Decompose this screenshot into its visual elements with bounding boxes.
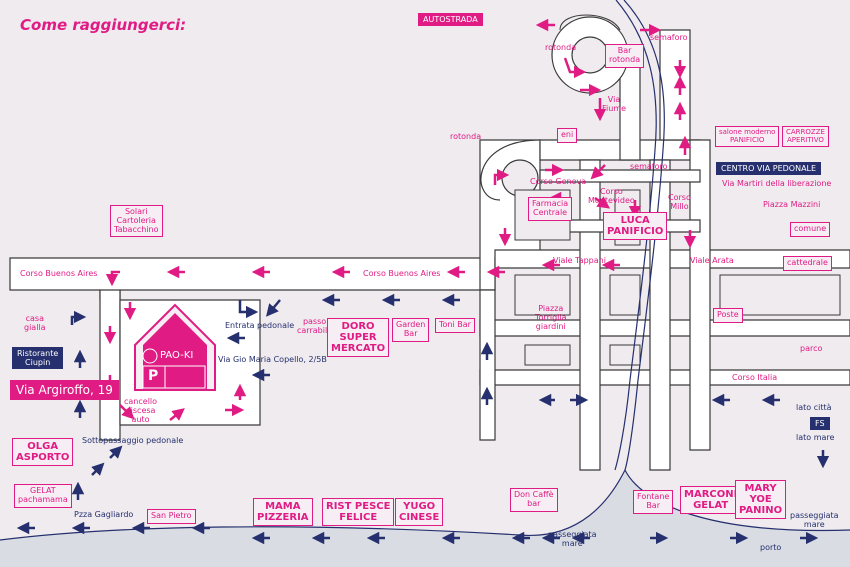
label-pzza-gagliardo: Pzza Gagliardo — [74, 510, 134, 519]
label-semaforo-mid: semaforo — [630, 162, 668, 171]
luca-box: LUCA PANIFICIO — [603, 212, 668, 240]
comune-box: comune — [790, 222, 831, 237]
label-via-fiume: Via Fiume — [602, 95, 627, 113]
rist-pesce-box: RIST PESCE FELICE — [322, 498, 395, 526]
label-porto: porto — [760, 543, 782, 552]
label-corso-millo: Corso Millo — [668, 193, 691, 211]
arrow-icon — [70, 310, 87, 325]
yugo-box: YUGO CINESE — [395, 498, 444, 526]
centro-sign: CENTRO VIA PEDONALE — [716, 162, 822, 175]
arrow-icon — [594, 196, 611, 209]
pao-ki-building — [134, 303, 216, 391]
label-piazza-mazzini: Piazza Mazzini — [763, 200, 821, 209]
label-via-martiri: Via Martiri della liberazione — [722, 179, 832, 188]
label-via-gio: Via Gio Maria Copello, 2/5B — [218, 355, 327, 364]
arrow-icon — [91, 462, 105, 476]
arrow-icon — [590, 164, 606, 180]
don-caffe-box: Don Caffè bar — [510, 488, 558, 512]
label-casa-gialla: casa gialla — [24, 314, 46, 332]
label-sottopassaggio: Sottopassaggio pedonale — [82, 436, 184, 445]
label-semaforo-top: semaforo — [650, 33, 688, 42]
page-title: Come raggiungerci: — [20, 16, 187, 34]
cattedrale-box: cattedrale — [783, 256, 832, 271]
parking-icon: P — [148, 368, 159, 384]
mary-box: MARY YOE PANINO — [735, 480, 787, 519]
label-viale-tappani: Viale Tappani — [553, 256, 606, 265]
doro-box: DORO SUPER MERCATO — [327, 318, 390, 357]
autostrada-sign: AUTOSTRADA — [418, 13, 483, 26]
label-passeggiata-right: passeggiata mare — [790, 511, 839, 529]
label-corso-ba-left: Corso Buenos Aires — [20, 269, 98, 278]
arrow-icon — [493, 168, 510, 185]
fs-sign: FS — [810, 417, 830, 430]
navy-arrows — [16, 293, 830, 545]
toni-box: Toni Bar — [435, 318, 475, 333]
arrow-icon — [563, 57, 587, 79]
mama-box: MAMA PIZZERIA — [253, 498, 313, 526]
label-entrata: Entrata pedonale — [225, 321, 295, 330]
label-lato-citta: lato città — [796, 403, 832, 412]
label-lato-mare: lato mare — [796, 433, 835, 442]
label-passeggiata-left: passeggiata mare — [548, 530, 597, 548]
garden-box: Garden Bar — [392, 318, 430, 342]
solari-box: Solari Cartoleria Tabacchino — [110, 205, 163, 238]
farmacia-box: Farmacia Centrale — [528, 197, 573, 221]
label-corso-ba-mid: Corso Buenos Aires — [363, 269, 441, 278]
label-corso-montevideo: Corso Montevideo — [588, 187, 635, 205]
salone-box: salone moderno PANIFICIO — [715, 126, 780, 148]
roundabout-loop — [559, 14, 621, 31]
gelat-left-box: GELAT pachamama — [14, 484, 72, 508]
label-piazza-torriglia: Piazza Torriglia giardini — [535, 304, 567, 331]
olga-box: OLGA ASPORTO — [12, 438, 74, 466]
fontane-box: Fontane Bar — [633, 490, 674, 514]
label-parco: parco — [800, 344, 823, 353]
eni-box: eni — [557, 128, 578, 143]
poste-box: Poste — [713, 308, 743, 323]
label-rotonda-left: rotonda — [450, 132, 482, 141]
label-rotonda-top: rotonda — [545, 43, 577, 52]
address-label: Via Argiroffo, 19 — [10, 380, 119, 400]
san-pietro-box: San Pietro — [147, 509, 196, 524]
carrozze-box: CARROZZE APERITIVO — [782, 126, 829, 148]
label-corso-italia: Corso Italia — [732, 373, 778, 382]
arrow-icon — [109, 445, 123, 459]
label-viale-arata: Viale Arata — [690, 256, 734, 265]
marconi-box: MARCONI GELAT — [680, 486, 742, 514]
label-passo: passo carrabile — [297, 317, 333, 335]
arrow-icon — [105, 270, 120, 287]
arrow-icon — [265, 299, 281, 317]
label-corso-genova: Corso Genova — [530, 177, 587, 186]
arrow-icon — [238, 300, 259, 319]
pink-arrows — [103, 18, 697, 421]
label-cancello: cancello discesa auto — [124, 397, 158, 424]
pao-ki-logo: PAO-KI — [160, 350, 194, 361]
arrow-icon — [169, 408, 185, 421]
bar-rotonda-box: Bar rotonda — [605, 44, 645, 68]
ristorante-sign: Ristorante Ciupin — [12, 347, 64, 369]
arrow-icon — [119, 404, 135, 420]
